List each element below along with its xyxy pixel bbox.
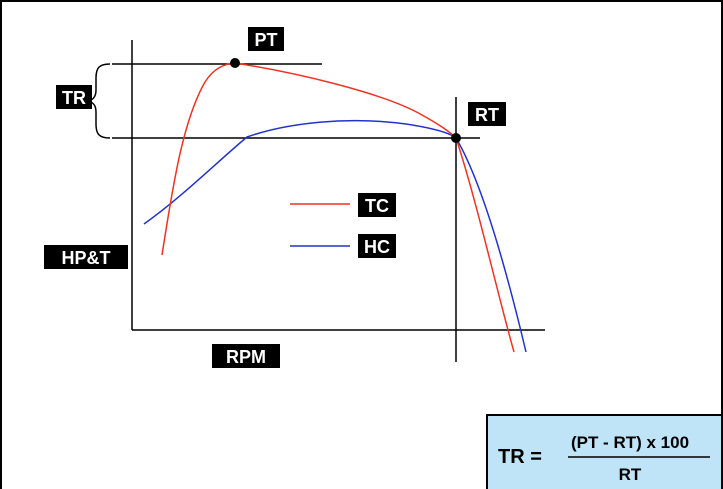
rt-label-text: RT	[475, 105, 499, 125]
legend-tc-text: TC	[365, 196, 389, 216]
formula-box: TR = (PT - RT) x 100 RT	[486, 414, 721, 489]
torque-curve	[161, 62, 515, 353]
formula-numerator: (PT - RT) x 100	[571, 433, 689, 452]
formula-lhs: TR =	[498, 446, 542, 468]
rt-label: RT	[468, 102, 506, 126]
peak-torque-point	[230, 58, 240, 68]
formula-denominator: RT	[619, 465, 642, 484]
rated-torque-point	[451, 133, 461, 143]
hpt-label-text: HP&T	[62, 248, 111, 268]
tr-label-text: TR	[62, 88, 86, 108]
hpt-label: HP&T	[44, 245, 128, 269]
legend-hc-label: HC	[358, 234, 396, 258]
tr-label: TR	[56, 85, 92, 109]
legend-hc-text: HC	[364, 237, 390, 257]
pt-label: PT	[248, 27, 284, 51]
horsepower-curve	[143, 119, 527, 353]
rpm-label-text: RPM	[226, 347, 266, 367]
pt-label-text: PT	[254, 30, 277, 50]
legend-tc-label: TC	[358, 193, 396, 217]
rpm-label: RPM	[212, 344, 280, 368]
